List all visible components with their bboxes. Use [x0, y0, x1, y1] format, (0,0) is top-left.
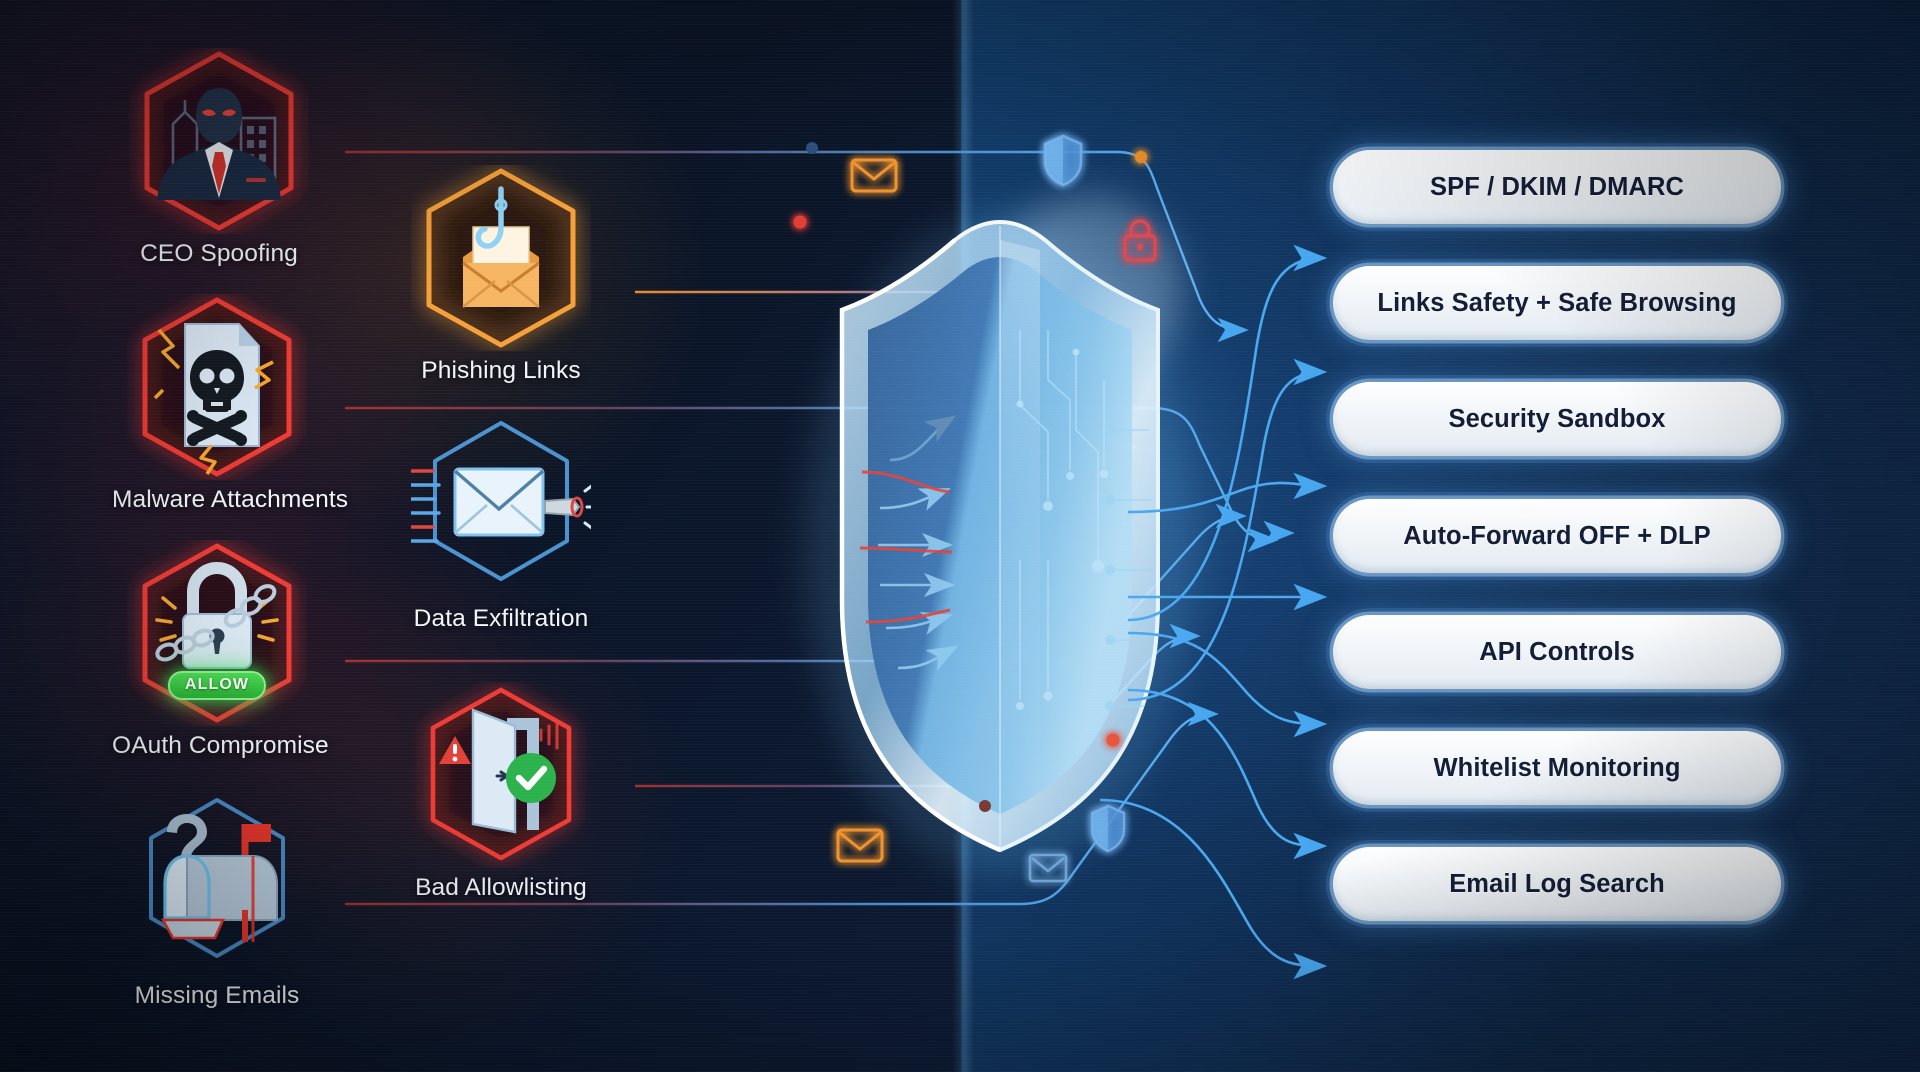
threat-node-bad-allowlisting[interactable]: Bad Allowlisting [396, 682, 606, 902]
accent-dots [793, 142, 1147, 812]
control-pill-auto-forward-dlp[interactable]: Auto-Forward OFF + DLP [1333, 499, 1781, 573]
control-pill-email-log-search[interactable]: Email Log Search [1333, 847, 1781, 921]
control-pill-label: Auto-Forward OFF + DLP [1403, 521, 1711, 550]
control-pill-label: SPF / DKIM / DMARC [1430, 172, 1684, 201]
mailbox-question-icon [127, 790, 307, 976]
threat-label: Phishing Links [421, 357, 581, 384]
skull-document-icon [127, 294, 307, 480]
control-pill-label: Email Log Search [1449, 869, 1665, 898]
protection-shield [805, 195, 1195, 875]
threat-label: Missing Emails [134, 982, 300, 1009]
control-pill-api-controls[interactable]: API Controls [1333, 615, 1781, 689]
lock-icon [1123, 219, 1157, 262]
allow-badge: ALLOW [167, 671, 267, 700]
threat-node-phishing-links[interactable]: Phishing Links [396, 165, 606, 385]
control-pill-security-sandbox[interactable]: Security Sandbox [1333, 382, 1781, 456]
threat-node-data-exfiltration[interactable]: Data Exfiltration [396, 413, 606, 633]
threat-node-missing-emails[interactable]: Missing Emails [112, 790, 322, 1010]
threat-node-malware-attachments[interactable]: Malware Attachments [112, 294, 349, 514]
broken-lock-chain-icon: ALLOW [127, 540, 307, 726]
shield-icon [1090, 804, 1126, 853]
envelope-leak-pipe-icon [411, 413, 591, 599]
threat-label: CEO Spoofing [140, 240, 298, 267]
masked-executive-icon [129, 48, 309, 234]
envelope-icon [1028, 853, 1068, 883]
control-pill-links-safety[interactable]: Links Safety + Safe Browsing [1333, 266, 1781, 340]
threat-node-oauth-compromise[interactable]: ALLOW OAuth Compromise [112, 540, 329, 760]
control-connectors [1099, 244, 1328, 980]
threat-node-ceo-spoofing[interactable]: CEO Spoofing [114, 48, 324, 268]
floating-glyph-layer [836, 134, 1157, 883]
control-pill-label: Links Safety + Safe Browsing [1377, 288, 1737, 317]
control-pill-label: API Controls [1479, 637, 1635, 666]
control-pill-spf-dkim-dmarc[interactable]: SPF / DKIM / DMARC [1333, 150, 1781, 224]
open-door-check-icon [411, 682, 591, 868]
control-pill-label: Whitelist Monitoring [1433, 753, 1681, 782]
envelope-icon [850, 158, 898, 193]
envelope-icon [836, 828, 884, 863]
threat-label: Malware Attachments [112, 486, 349, 513]
phishing-hook-envelope-icon [411, 165, 591, 351]
control-pill-whitelist-monitoring[interactable]: Whitelist Monitoring [1333, 731, 1781, 805]
shield-icon [1043, 134, 1083, 187]
threat-label: Bad Allowlisting [415, 874, 587, 901]
threat-label: OAuth Compromise [112, 732, 329, 759]
control-pill-label: Security Sandbox [1448, 404, 1666, 433]
threat-label: Data Exfiltration [413, 605, 589, 632]
